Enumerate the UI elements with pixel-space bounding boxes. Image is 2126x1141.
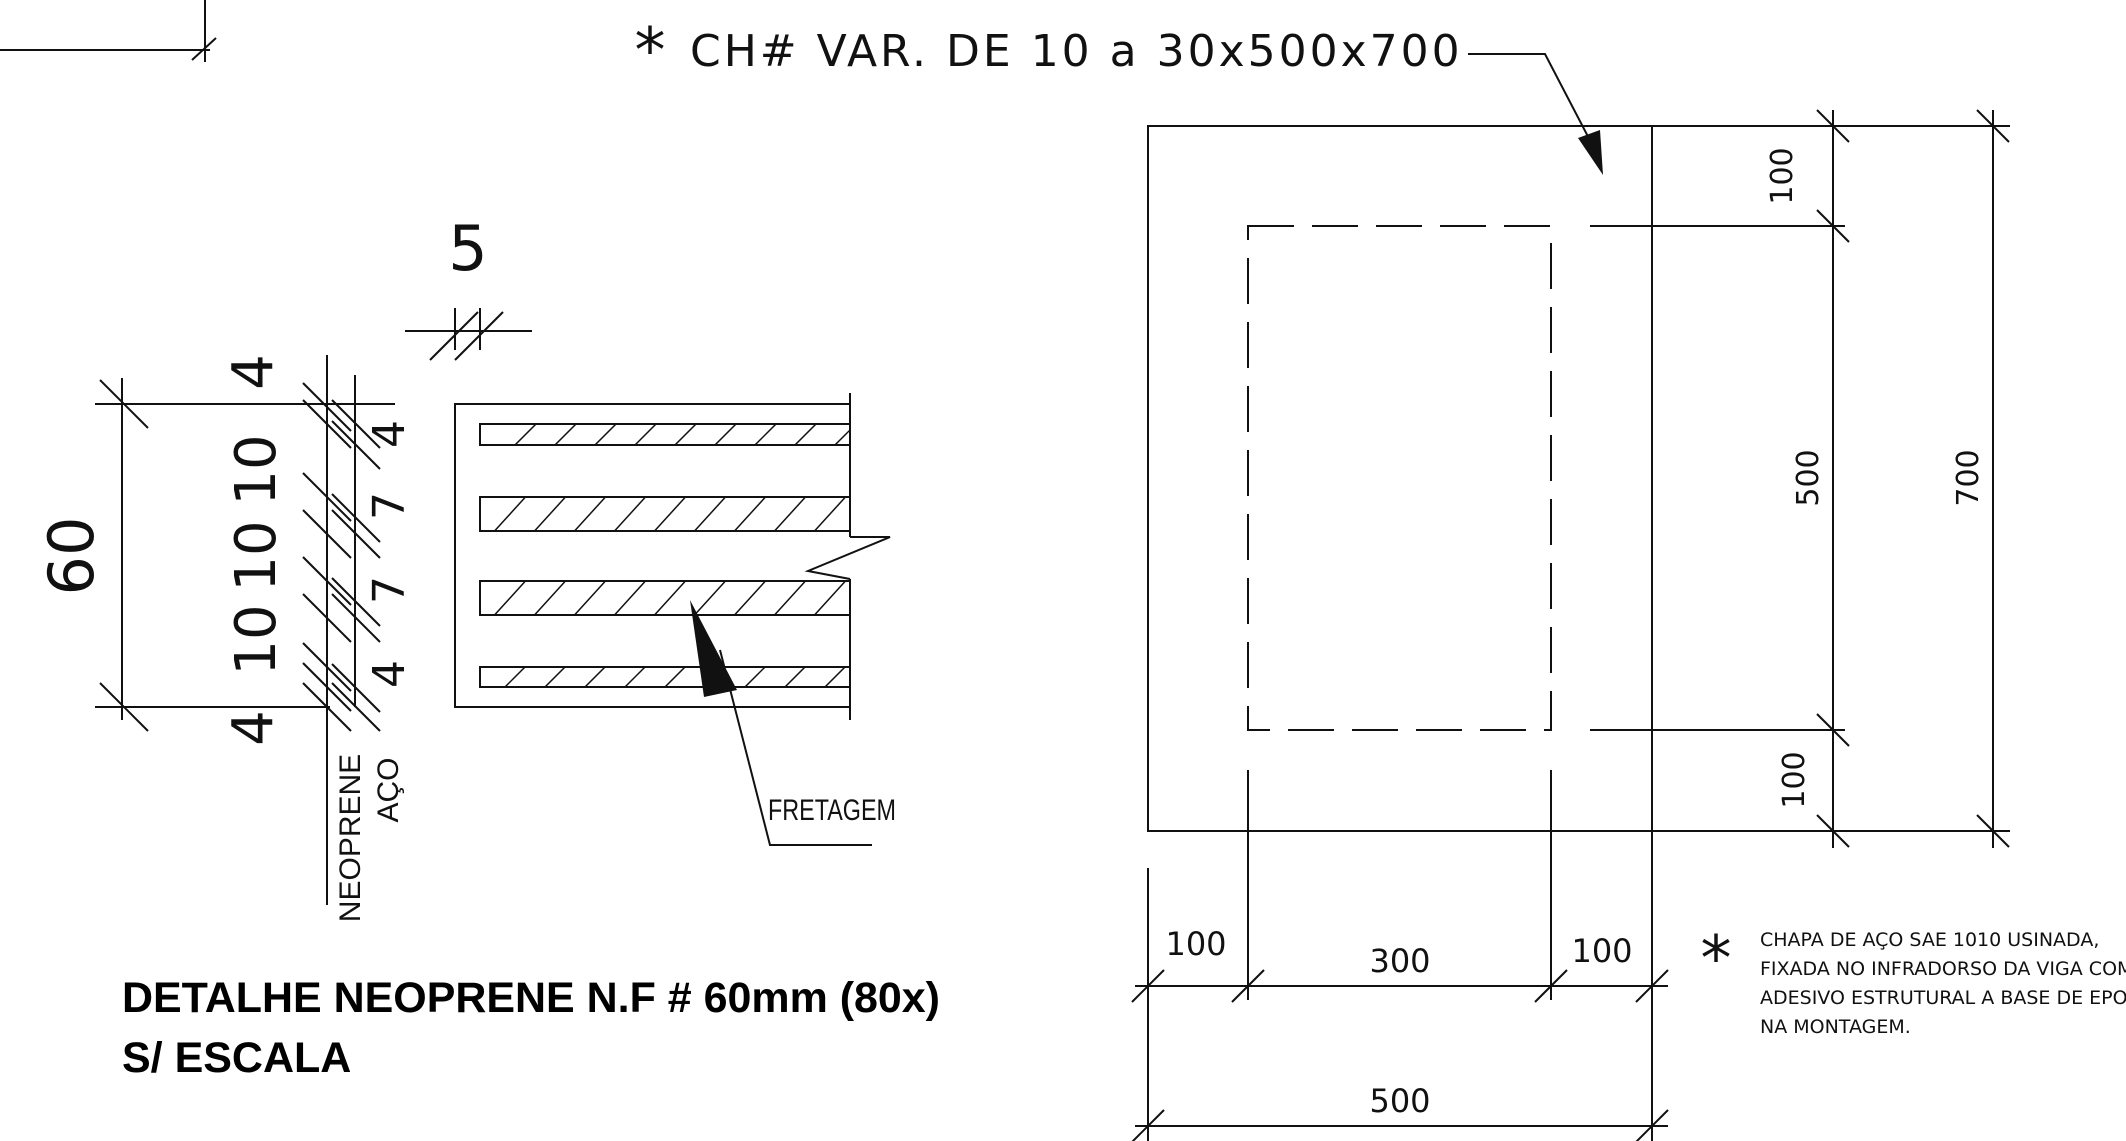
steel-plate-mid1: [480, 497, 850, 531]
dim-plate-right-margin: 100: [1571, 932, 1632, 970]
dim-right-value-4: 4: [364, 660, 415, 688]
dim-top-gap-value: 5: [448, 212, 487, 285]
dim-left-value-3: 10: [224, 520, 289, 591]
callout-arrow-head: [1578, 130, 1603, 175]
plate-callout: * CH# VAR. DE 10 a 30x500x700: [635, 14, 1603, 175]
dim-right-value-3: 7: [364, 576, 415, 604]
dim-left-value-4: 10: [224, 604, 289, 675]
plate-outline: [1148, 126, 1652, 831]
fragment-top-left: [0, 0, 216, 62]
detail-title-line1: DETALHE NEOPRENE N.F # 60mm (80x): [122, 974, 940, 1022]
dim-stack-left: [303, 355, 351, 905]
fretagem-arrow-head: [690, 600, 737, 697]
dim-stack-right-values: 4 7 7 4: [364, 420, 415, 688]
plate-note: * CHAPA DE AÇO SAE 1010 USINADA, FIXADA …: [1701, 922, 2126, 1038]
dim-plate-bottom-margin: 100: [1777, 751, 1812, 808]
dim-plate-left-margin: 100: [1165, 925, 1226, 963]
dim-stack-left-values: 4 10 10 10 4: [221, 354, 289, 746]
label-neoprene: NEOPRENE: [334, 754, 367, 922]
note-line-1: CHAPA DE AÇO SAE 1010 USINADA,: [1760, 929, 2099, 951]
label-steel: AÇO: [372, 757, 405, 822]
note-line-3: ADESIVO ESTRUTURAL A BASE DE EPOXI: [1760, 987, 2126, 1009]
plate-inner-area: [1248, 226, 1551, 730]
dim-total-height-value: 60: [35, 517, 108, 596]
detail-title: DETALHE NEOPRENE N.F # 60mm (80x) S/ ESC…: [122, 974, 940, 1082]
dim-total-height: [95, 378, 395, 731]
callout-leader: [1468, 54, 1595, 150]
dim-right-value-2: 7: [364, 492, 415, 520]
fretagem-leader: [690, 600, 872, 845]
label-fretagem: FRETAGEM: [768, 794, 896, 827]
dim-plate-total-width: 500: [1369, 1082, 1430, 1120]
callout-marker: *: [635, 14, 666, 87]
dim-plate-top-margin: 100: [1765, 147, 1800, 204]
note-line-4: NA MONTAGEM.: [1760, 1016, 1911, 1038]
dim-plate-inner-width: 300: [1369, 942, 1430, 980]
dim-right-value-1: 4: [364, 420, 415, 448]
dim-left-value-5: 4: [221, 710, 286, 746]
dim-stack-right: [332, 375, 380, 731]
callout-text: CH# VAR. DE 10 a 30x500x700: [690, 26, 1463, 77]
steel-plate-top: [480, 424, 850, 445]
note-line-2: FIXADA NO INFRADORSO DA VIGA COM: [1760, 958, 2126, 980]
dim-plate-total-height: 700: [1951, 449, 1986, 506]
plate-plan: 100 500 100 700 100 300 100 500: [1132, 110, 2010, 1141]
steel-plate-mid2: [480, 581, 850, 615]
dim-top-gap: [405, 308, 532, 360]
detail-title-line2: S/ ESCALA: [122, 1034, 351, 1082]
dim-left-value-2: 10: [224, 434, 289, 505]
dim-plate-inner-height: 500: [1791, 449, 1826, 506]
dim-left-value-1: 4: [221, 354, 286, 390]
neoprene-section: FRETAGEM 5 60: [35, 212, 896, 922]
note-marker: *: [1701, 922, 1732, 995]
